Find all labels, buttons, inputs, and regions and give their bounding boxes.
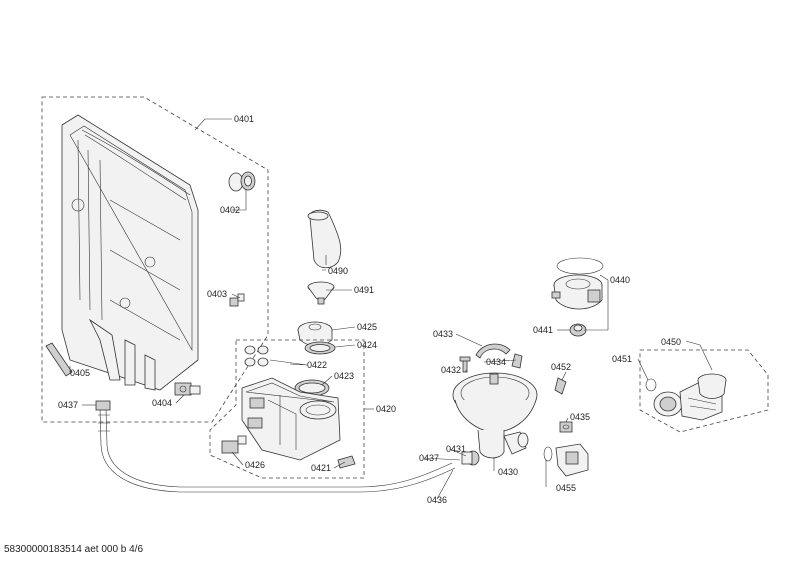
drain-hose (95, 400, 456, 493)
parts-0425-0424 (297, 321, 336, 355)
label-0405: 0405 (70, 368, 90, 378)
label-0423: 0423 (334, 371, 354, 381)
label-0403: 0403 (207, 289, 227, 299)
label-0421: 0421 (311, 463, 331, 473)
label-0433: 0433 (433, 329, 453, 339)
group-0401 (41, 96, 269, 423)
label-0432: 0432 (441, 365, 461, 375)
label-0491: 0491 (354, 285, 374, 295)
label-0440: 0440 (610, 275, 630, 285)
label-0490: 0490 (328, 266, 348, 276)
label-0437-right: 0437 (419, 453, 439, 463)
label-0436: 0436 (427, 495, 447, 505)
part-0405 (45, 342, 73, 377)
group-0430 (452, 343, 589, 477)
label-0435: 0435 (570, 412, 590, 422)
label-0420: 0420 (376, 404, 396, 414)
label-0426: 0426 (245, 460, 265, 470)
label-0455: 0455 (556, 483, 576, 493)
label-0422: 0422 (307, 360, 327, 370)
label-0437-left: 0437 (58, 400, 78, 410)
label-0404: 0404 (152, 398, 172, 408)
label-0450: 0450 (661, 337, 681, 347)
label-0452: 0452 (551, 362, 571, 372)
part-labels: 0401 0402 0403 0405 0437 0404 0490 0491 … (58, 114, 681, 505)
label-0402: 0402 (220, 205, 240, 215)
label-0424: 0424 (357, 340, 377, 350)
label-0430: 0430 (498, 467, 518, 477)
label-0431: 0431 (446, 444, 466, 454)
label-0425: 0425 (357, 322, 377, 332)
label-0441: 0441 (533, 325, 553, 335)
group-0420 (209, 339, 365, 479)
parts-0490-0491 (307, 209, 342, 305)
label-0451: 0451 (612, 354, 632, 364)
label-0401: 0401 (234, 114, 254, 124)
label-0434: 0434 (486, 357, 506, 367)
group-0440 (551, 257, 604, 337)
leader-lines (69, 118, 713, 500)
group-0450 (639, 349, 769, 433)
document-footer: 58300000183514 aet 000 b 4/6 (4, 544, 143, 555)
